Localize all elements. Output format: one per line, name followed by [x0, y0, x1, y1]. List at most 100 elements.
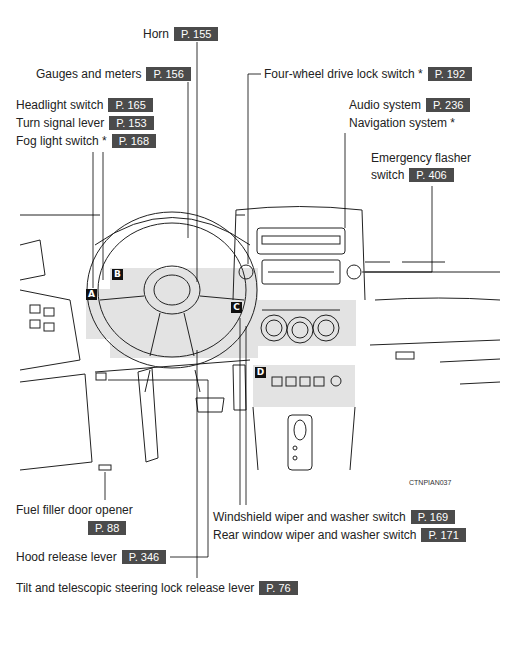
- door-panel: [20, 290, 80, 370]
- climate-knob: [313, 315, 339, 341]
- brake-pedal: [196, 398, 224, 412]
- climate-knob-center: [292, 322, 308, 338]
- audio-knob: [347, 265, 361, 279]
- page-reference: P. 169: [411, 510, 455, 524]
- callout: Turn signal lever P. 153: [16, 116, 154, 130]
- callout: Fog light switch * P. 168: [16, 134, 156, 148]
- shift-detent: [293, 446, 297, 450]
- switch-button: [314, 377, 324, 386]
- steering-hub: [144, 266, 200, 314]
- part-name: Fuel filler door opener: [16, 503, 133, 517]
- steering-wheel-rim-inner: [98, 223, 246, 357]
- page-reference: P. 76: [259, 581, 297, 595]
- kick-panel: [138, 368, 158, 462]
- meter-hood: [95, 218, 250, 246]
- page-reference: P. 236: [426, 98, 470, 112]
- part-name: Gauges and meters: [36, 67, 141, 81]
- area-letter-box: D: [255, 367, 266, 378]
- part-name: Audio system: [349, 98, 421, 112]
- lower-dashboard: [95, 360, 250, 372]
- shift-detent: [293, 456, 297, 460]
- part-name: Rear window wiper and washer switch: [213, 528, 416, 542]
- leader-line: [248, 74, 261, 264]
- climate-knob: [261, 315, 287, 341]
- shift-knob: [294, 420, 306, 440]
- area-letter: B: [112, 269, 123, 280]
- horn-pad: [154, 275, 190, 305]
- page-reference: P. 155: [174, 27, 218, 41]
- right-door: [440, 359, 500, 384]
- leader-line: [105, 472, 106, 500]
- cd-slot: [268, 272, 334, 273]
- part-name: Tilt and telescopic steering lock releas…: [16, 581, 254, 595]
- area-letter-box: C: [231, 302, 242, 313]
- leader-line: [188, 82, 189, 238]
- dashboard-trim: [365, 262, 500, 272]
- switch-button: [286, 377, 296, 386]
- callout: Windshield wiper and washer switch P. 169: [213, 510, 455, 524]
- shift-gate: [288, 415, 312, 470]
- switch-button: [300, 377, 310, 386]
- power-outlet: [331, 376, 341, 386]
- audio-unit: [257, 228, 345, 254]
- page-reference: P. 406: [409, 168, 453, 182]
- steering-wheel-rim: [87, 212, 257, 368]
- area-letter: C: [231, 302, 242, 313]
- audio-knob: [239, 265, 253, 279]
- part-name: Windshield wiper and washer switch: [213, 510, 406, 524]
- area-letter: D: [255, 367, 266, 378]
- callout: Horn P. 155: [143, 27, 218, 41]
- callout: Tilt and telescopic steering lock releas…: [16, 581, 298, 595]
- callout: Four-wheel drive lock switch * P. 192: [264, 67, 472, 81]
- leader-line: [197, 350, 198, 578]
- callout: Hood release lever P. 346: [16, 550, 166, 564]
- climate-knob: [287, 317, 313, 343]
- part-name: Hood release lever: [16, 550, 117, 564]
- leader-line: [246, 326, 247, 505]
- window-switch: [30, 320, 40, 328]
- dashboard-edge: [20, 215, 245, 216]
- steering-spokes: [100, 296, 244, 356]
- highlight-panel: [253, 365, 355, 407]
- part-name: Turn signal lever: [16, 116, 104, 130]
- part-name: Fog light switch *: [16, 134, 107, 148]
- door-pocket: [20, 374, 92, 470]
- window-switch: [30, 305, 40, 313]
- leader-line: [362, 186, 432, 272]
- callout: Gauges and meters P. 156: [36, 67, 191, 81]
- page-reference: P. 156: [146, 67, 190, 81]
- leader-line: [93, 152, 94, 288]
- page-reference: P. 346: [122, 550, 166, 564]
- leader-line: [197, 42, 198, 282]
- fuel-door-opener: [99, 465, 111, 470]
- area-letter-box: B: [112, 269, 123, 280]
- area-letter-box: A: [86, 289, 97, 300]
- window-switch: [44, 323, 54, 331]
- switch-button: [272, 377, 282, 386]
- area-letter: A: [86, 289, 97, 300]
- part-name: Four-wheel drive lock switch *: [264, 67, 423, 81]
- audio-display: [262, 236, 340, 244]
- page-reference: P. 88: [88, 521, 126, 535]
- part-name: Horn: [143, 27, 169, 41]
- part-name: Navigation system *: [349, 116, 455, 130]
- hood-release-lever: [96, 373, 106, 380]
- glove-box-handle: [396, 352, 414, 359]
- leader-line: [345, 133, 346, 228]
- callout: Fuel filler door opener P. 88: [16, 503, 133, 535]
- part-name: Headlight switch: [16, 98, 103, 112]
- callout: Audio system P. 236: [349, 98, 470, 112]
- page-reference: P. 171: [421, 528, 465, 542]
- callout: Emergency flasher switchP. 406: [371, 150, 483, 184]
- glove-box: [370, 298, 500, 345]
- page-reference: P. 168: [112, 134, 156, 148]
- page-reference: P. 153: [109, 116, 153, 130]
- page-reference: P. 192: [428, 67, 472, 81]
- callout: Headlight switchP. 165: [16, 98, 153, 112]
- cd-slot-panel: [262, 260, 340, 284]
- figure-code: CTNPIAN037: [409, 478, 451, 487]
- window-switch: [44, 308, 54, 316]
- vent-line: [262, 310, 340, 311]
- accelerator-pedal: [233, 365, 246, 410]
